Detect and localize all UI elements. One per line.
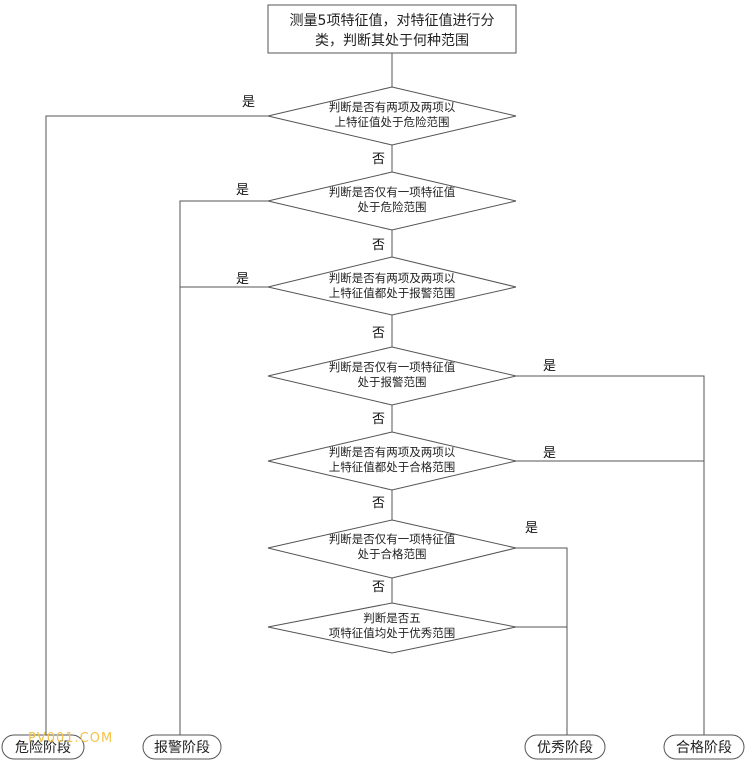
- decision-6-line2: 处于合格范围: [358, 547, 427, 561]
- terminal-qualified: [663, 734, 745, 760]
- decision-7-line1: 判断是否五: [363, 611, 421, 625]
- decision-5: [267, 431, 517, 491]
- connector-d1-danger: [45, 115, 268, 735]
- terminal-alarm-label: 报警阶段: [154, 740, 210, 756]
- no-label-d2: 否: [372, 238, 385, 253]
- connector-d2-alarm: [179, 200, 268, 735]
- no-label-d3: 否: [372, 326, 385, 341]
- no-label-d1: 否: [372, 152, 385, 167]
- decision-1-line1: 判断是否有两项及两项以: [329, 100, 456, 114]
- decision-2: [267, 171, 517, 231]
- decision-7-line2: 项特征值均处于优秀范围: [329, 626, 456, 640]
- yes-label-d2: 是: [236, 183, 249, 198]
- terminal-danger-label: 危险阶段: [15, 740, 71, 756]
- yes-label-d5: 是: [543, 446, 556, 461]
- decision-6-line1: 判断是否仅有一项特征值: [329, 532, 456, 546]
- decision-6: [267, 519, 517, 579]
- start-line2: 类，判断其处于何种范围: [315, 32, 469, 49]
- no-label-d6: 否: [372, 580, 385, 595]
- decision-3-line1: 判断是否有两项及两项以: [329, 271, 456, 285]
- terminal-danger: [1, 734, 85, 760]
- start-line1: 测量5项特征值，对特征值进行分: [290, 13, 495, 29]
- yes-label-d6: 是: [525, 521, 538, 536]
- decision-4: [267, 346, 517, 406]
- start-box: [267, 4, 517, 54]
- decision-5-line1: 判断是否有两项及两项以: [329, 445, 456, 459]
- decision-2-line1: 判断是否仅有一项特征值: [329, 185, 456, 199]
- decision-5-line2: 上特征值都处于合格范围: [329, 460, 456, 474]
- watermark: PV001.COM: [28, 731, 114, 746]
- decision-4-line2: 处于报警范围: [358, 375, 427, 389]
- decision-7: [267, 602, 517, 654]
- terminal-excellent-label: 优秀阶段: [537, 740, 593, 756]
- terminal-excellent: [524, 734, 606, 760]
- connector-d4-qualified: [516, 375, 705, 735]
- decision-1: [267, 86, 517, 146]
- terminal-qualified-label: 合格阶段: [676, 740, 732, 756]
- terminal-alarm: [142, 734, 222, 760]
- decision-2-line2: 处于危险范围: [358, 200, 427, 214]
- decision-3: [267, 256, 517, 316]
- no-label-d5: 否: [372, 496, 385, 511]
- yes-label-d1: 是: [242, 95, 255, 110]
- yes-label-d4: 是: [543, 359, 556, 374]
- connector-d6-excellent: [516, 547, 568, 735]
- decision-3-line2: 上特征值都处于报警范围: [329, 286, 456, 300]
- no-label-d4: 否: [372, 412, 385, 427]
- decision-4-line1: 判断是否仅有一项特征值: [329, 360, 456, 374]
- decision-1-line2: 上特征值处于危险范围: [335, 115, 450, 129]
- yes-label-d3: 是: [236, 272, 249, 287]
